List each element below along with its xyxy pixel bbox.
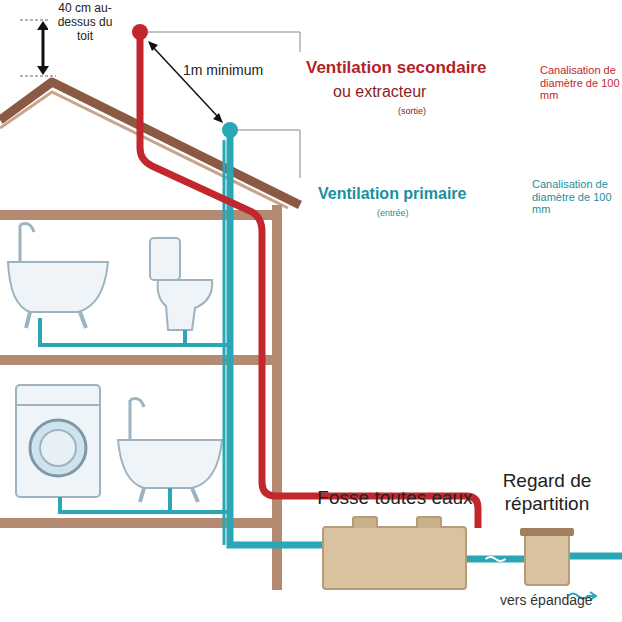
vent-note: (entrée) — [377, 208, 437, 218]
washing-machine — [16, 385, 100, 497]
outlet-label: vers épandage — [500, 592, 618, 608]
arrow-head — [148, 41, 223, 123]
leader-line — [238, 130, 300, 178]
vent-subtitle: ou extracteur — [333, 83, 483, 101]
pipe-spec: Canalisation de diamètre de 100 mm — [540, 64, 620, 102]
toilet — [150, 238, 212, 330]
drain-pipe — [40, 318, 228, 512]
roof — [0, 82, 300, 205]
pipe-connector — [467, 557, 524, 561]
tank-lid — [352, 516, 378, 528]
dimension-label: 40 cm au-dessus du toit — [48, 2, 122, 43]
bathtub — [118, 399, 222, 502]
outlet-pipe — [570, 553, 622, 560]
vent-cap — [132, 24, 148, 40]
distance-arrow — [152, 46, 219, 118]
leader-line — [148, 32, 300, 52]
tank-lid — [416, 516, 442, 528]
bathtub — [8, 224, 108, 328]
vent-note: (sortie) — [398, 106, 458, 116]
node-heading: Regard de répartition — [462, 470, 622, 516]
wall — [272, 205, 282, 590]
septic-tank: Fosse toutes eaux — [322, 526, 467, 590]
roof-inner — [0, 92, 288, 208]
pipe-spec: Canalisation de diamètre de 100 mm — [532, 178, 618, 216]
distribution-box: Regard de répartition — [524, 532, 570, 586]
vent-title: Ventilation secondaire — [306, 58, 536, 78]
distance-label: 1m minimum — [183, 62, 293, 78]
box-lid — [520, 528, 574, 536]
node-heading: Fosse toutes eaux — [310, 487, 480, 510]
vent-title: Ventilation primaire — [318, 185, 528, 203]
primary-vent-pipe — [230, 132, 322, 545]
flow-wave — [200, 541, 220, 546]
dimension-arrow — [42, 24, 45, 72]
vent-cap — [222, 122, 238, 138]
secondary-vent-pipe — [140, 34, 478, 528]
